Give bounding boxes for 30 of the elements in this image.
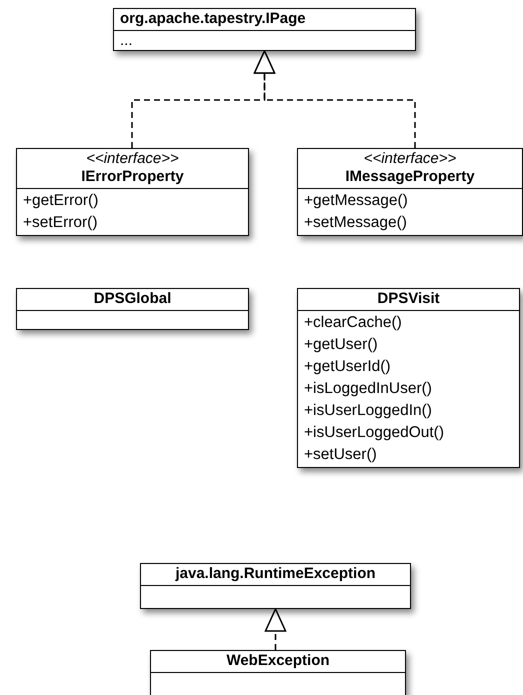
class-name: DPSGlobal	[92, 290, 172, 308]
stereotype-label: <<interface>>	[85, 150, 180, 168]
realization-arrow	[254, 50, 416, 148]
class-name: DPSVisit	[376, 290, 441, 308]
class-box	[140, 563, 411, 609]
class-box	[113, 8, 416, 51]
member-text: +setError()	[23, 213, 98, 233]
member-text: +getUserId()	[304, 357, 392, 377]
member-text: +getMessage()	[304, 191, 409, 211]
class-name: WebException	[225, 652, 331, 670]
member-text: +setMessage()	[304, 213, 408, 233]
member-text: ...	[120, 32, 134, 49]
member-text: +getUser()	[304, 335, 379, 355]
stereotype-label: <<interface>>	[362, 150, 458, 168]
class-name: IMessageProperty	[344, 168, 476, 186]
class-name: org.apache.tapestry.IPage	[120, 10, 307, 28]
class-box	[16, 148, 249, 236]
member-text: +isUserLoggedIn()	[304, 401, 433, 421]
member-text: +setUser()	[304, 445, 378, 465]
member-text: +getError()	[23, 191, 100, 211]
class-name: java.lang.RuntimeException	[174, 565, 377, 583]
member-text: +clearCache()	[304, 313, 403, 333]
member-text: +isLoggedInUser()	[304, 379, 433, 399]
class-name: IErrorProperty	[80, 168, 185, 186]
class-box	[297, 288, 520, 468]
class-box	[16, 288, 249, 330]
class-box	[150, 650, 406, 695]
member-text: +isUserLoggedOut()	[304, 423, 445, 443]
realization-arrow	[264, 608, 286, 650]
class-box	[297, 148, 523, 236]
